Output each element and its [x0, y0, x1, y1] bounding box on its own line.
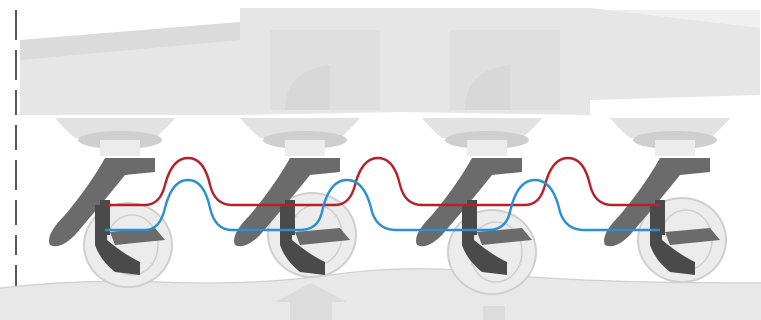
suspension-unit-2	[234, 118, 360, 277]
frame-right-end	[600, 10, 760, 90]
suspension-unit-4	[604, 118, 730, 282]
up-arrow-right	[483, 306, 505, 320]
mount-spring	[285, 140, 325, 156]
blue-line	[105, 180, 660, 230]
red-line	[105, 158, 660, 205]
mount-spring	[655, 140, 695, 156]
mount-spring	[467, 140, 507, 156]
chassis-frame	[20, 8, 760, 115]
mount-spring	[100, 140, 140, 156]
